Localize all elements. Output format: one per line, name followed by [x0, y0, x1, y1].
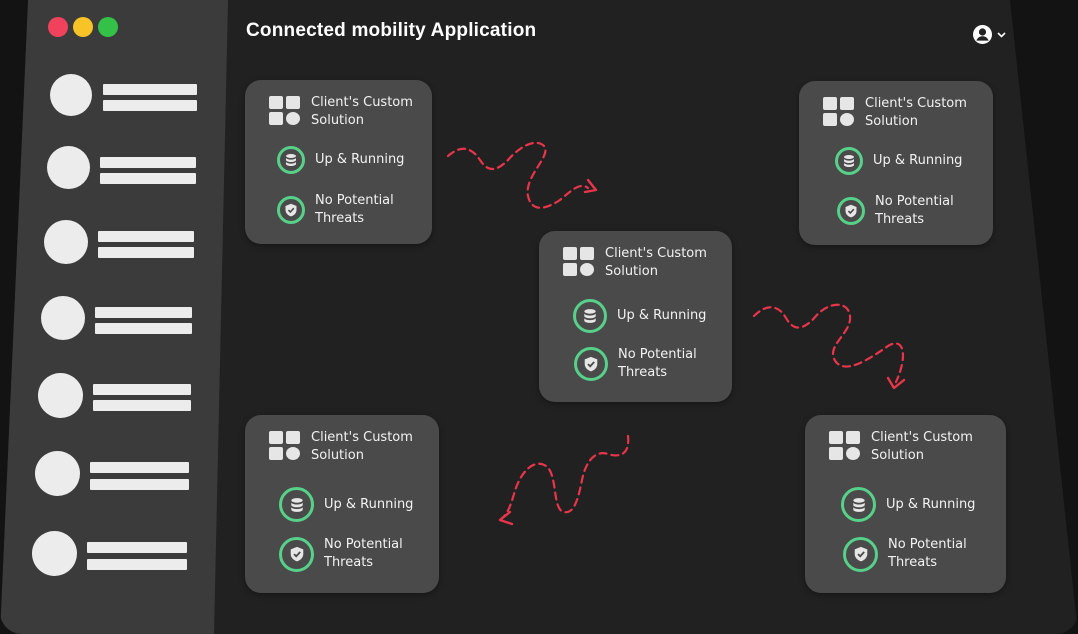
- card-title: Client's Custom Solution: [311, 95, 413, 128]
- page-title: Connected mobility Application: [246, 20, 537, 41]
- text-placeholder-line: [103, 84, 197, 95]
- text-placeholder-line: [100, 157, 196, 168]
- status-running: Up & Running: [617, 308, 707, 323]
- text-placeholder-line: [103, 100, 197, 111]
- text-placeholder-line: [95, 323, 192, 334]
- status-threats: No Potential Threats: [888, 537, 967, 570]
- text-placeholder-line: [93, 400, 191, 411]
- flow-arrow-icon: [446, 141, 598, 209]
- solution-card[interactable]: Client's Custom Solution Up & Running No…: [805, 415, 1006, 593]
- text-placeholder-line: [93, 384, 191, 395]
- text-placeholder-line: [87, 542, 187, 553]
- status-running: Up & Running: [886, 496, 976, 512]
- solution-card[interactable]: Client's Custom Solution Up & Running No…: [799, 81, 993, 245]
- app-grid-icon: [269, 431, 301, 461]
- app-grid-icon: [829, 431, 861, 461]
- flow-arrow-icon: [498, 434, 630, 526]
- avatar-placeholder: [35, 451, 80, 496]
- app-grid-icon: [563, 247, 595, 277]
- app-grid-icon: [823, 97, 855, 127]
- solution-card[interactable]: Client's Custom Solution Up & Running No…: [245, 415, 439, 593]
- status-running: Up & Running: [324, 496, 414, 512]
- text-placeholder-line: [98, 231, 194, 242]
- card-title: Client's Custom Solution: [865, 96, 967, 129]
- database-status-icon: [279, 487, 314, 522]
- shield-check-icon: [843, 536, 878, 572]
- status-threats: No Potential Threats: [324, 537, 403, 570]
- solution-card[interactable]: Client's Custom Solution Up & Running No…: [245, 80, 432, 244]
- text-placeholder-line: [100, 173, 196, 184]
- text-placeholder-line: [98, 247, 194, 258]
- shield-check-icon: [279, 536, 314, 572]
- text-placeholder-line: [90, 479, 189, 490]
- text-placeholder-line: [95, 307, 192, 318]
- avatar-placeholder: [50, 74, 92, 116]
- status-running: Up & Running: [873, 153, 963, 168]
- database-status-icon: [835, 147, 863, 175]
- user-circle-icon: [973, 25, 992, 44]
- card-title: Client's Custom Solution: [605, 246, 707, 279]
- status-threats: No Potential Threats: [875, 194, 954, 227]
- card-title: Client's Custom Solution: [871, 430, 973, 463]
- card-title: Client's Custom Solution: [311, 430, 413, 463]
- database-status-icon: [573, 299, 607, 333]
- avatar-placeholder: [32, 531, 77, 576]
- text-placeholder-line: [90, 462, 189, 473]
- maximize-window-button[interactable]: [98, 17, 118, 37]
- text-placeholder-line: [87, 559, 187, 570]
- shield-check-icon: [277, 196, 305, 224]
- status-threats: No Potential Threats: [618, 347, 697, 380]
- database-status-icon: [277, 146, 305, 174]
- chevron-down-icon: [997, 31, 1006, 38]
- sidebar: [0, 0, 228, 634]
- avatar-placeholder: [44, 220, 88, 264]
- shield-check-icon: [837, 197, 865, 225]
- minimize-window-button[interactable]: [73, 17, 93, 37]
- avatar-placeholder: [41, 296, 85, 340]
- flow-arrow-icon: [752, 303, 906, 390]
- user-menu[interactable]: [972, 24, 1006, 45]
- avatar-placeholder: [47, 146, 90, 189]
- window-controls: [48, 17, 118, 37]
- status-running: Up & Running: [315, 152, 405, 167]
- solution-card[interactable]: Client's Custom Solution Up & Running No…: [539, 231, 732, 402]
- status-threats: No Potential Threats: [315, 193, 394, 226]
- close-window-button[interactable]: [48, 17, 68, 37]
- avatar-placeholder: [38, 373, 83, 418]
- database-status-icon: [841, 487, 876, 522]
- app-grid-icon: [269, 96, 301, 126]
- shield-check-icon: [574, 347, 608, 381]
